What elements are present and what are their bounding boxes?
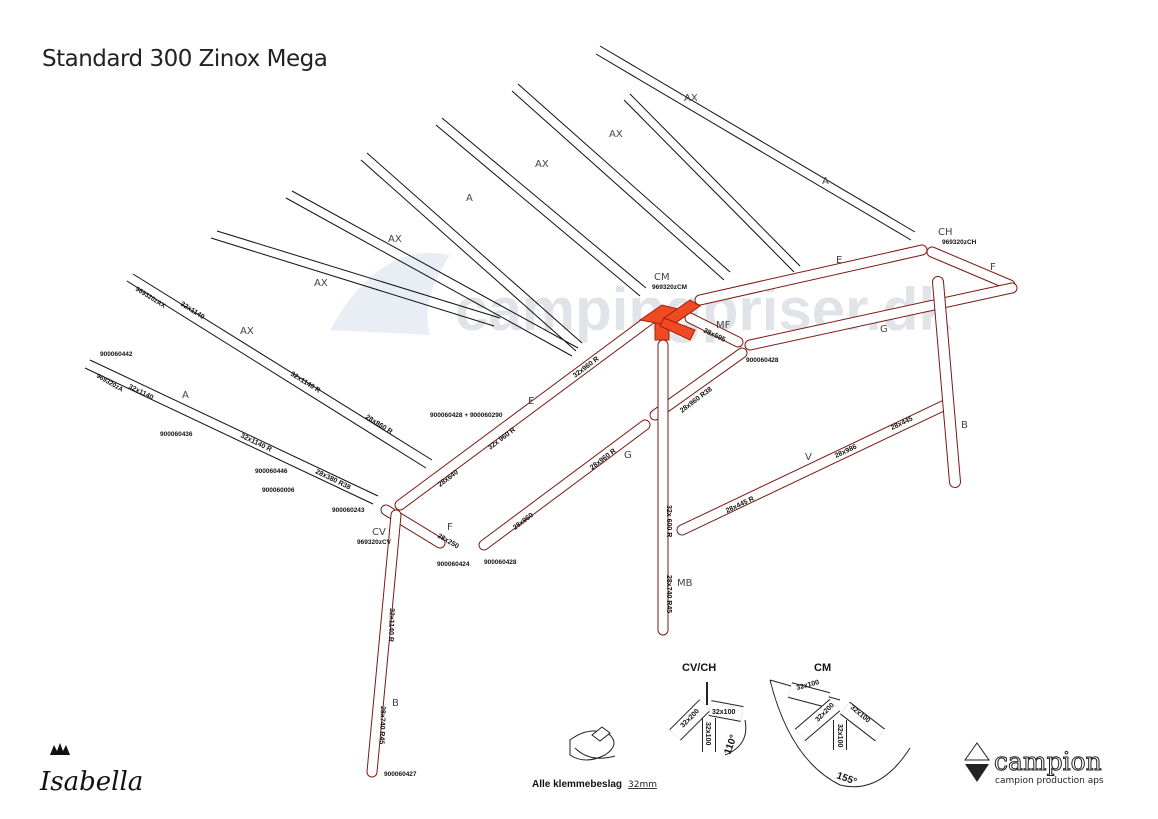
tube-diagonal: [649, 347, 748, 421]
part-number: 900060428: [746, 357, 779, 364]
dimension: 32x1140: [179, 301, 206, 321]
part-number: 900060428: [484, 559, 517, 566]
tube-g-right: [744, 282, 1018, 351]
label-f: F: [990, 262, 996, 273]
label-ax: AX: [609, 129, 623, 140]
tube-e-left: [394, 312, 658, 511]
dimension: 32x100: [704, 722, 711, 745]
cvch-detail: CV/CH 32x200 32x100 32x100 110°: [669, 662, 747, 756]
clamp-detail: Alle klemmebeslag 32mm: [532, 726, 657, 790]
cvch-title: CV/CH: [682, 662, 716, 674]
part-number: 900060446: [255, 468, 288, 475]
rafter: [511, 83, 731, 281]
part-number: 900060427: [384, 771, 417, 778]
rafter: [285, 190, 579, 357]
rafter: [84, 359, 379, 505]
part-number: 969320zCM: [652, 284, 687, 291]
clamp-note: Alle klemmebeslag: [532, 779, 622, 790]
cm-hub[interactable]: [638, 299, 701, 341]
part-number: 969320zCH: [942, 239, 977, 246]
dimension: 28x740 R45: [665, 575, 672, 613]
tube-f-right: [926, 246, 1016, 291]
campion-logo: campion campion production aps: [964, 742, 1104, 786]
label-ax: AX: [388, 234, 402, 245]
rafter: [435, 117, 647, 297]
rafter: [595, 45, 916, 241]
label-b: B: [392, 698, 399, 709]
tube-b-right: [932, 276, 961, 488]
label-ax: AX: [314, 278, 328, 289]
dimension: 32x1140 R: [289, 371, 321, 395]
dimension: 32x1140: [127, 384, 154, 402]
dimension: 32x 600 R: [665, 505, 672, 537]
page-title: Standard 300 Zinox Mega: [42, 46, 328, 72]
part-number: 900060442: [100, 351, 133, 358]
part-number: 900060243: [332, 507, 365, 514]
label-ax: AX: [535, 159, 549, 170]
label-ch: CH: [938, 227, 953, 238]
tube-e-right: [694, 244, 928, 306]
tube-v: [676, 399, 951, 536]
isabella-logo: Isabella: [39, 743, 143, 797]
label-ax: AX: [684, 93, 698, 104]
roof-rafters: [84, 45, 916, 505]
part-number: 900060006: [262, 487, 295, 494]
rafter: [210, 230, 501, 327]
label-a: A: [466, 193, 473, 204]
tube-g-left: [478, 419, 651, 551]
label-g: G: [880, 324, 888, 335]
label-mf: MF: [716, 320, 731, 331]
label-mb: MB: [677, 578, 693, 589]
svg-text:campion: campion: [994, 747, 1102, 776]
part-number: 900060424: [437, 561, 470, 568]
part-number: 969320zA: [95, 373, 124, 394]
part-number: 900060436: [160, 431, 193, 438]
part-number: 969320zAX: [134, 286, 167, 310]
part-number: 900060428 + 900060290: [430, 412, 503, 419]
dimension: 32x1140 R: [387, 608, 395, 642]
label-b: B: [961, 420, 968, 431]
dimension: 28x380 R38: [314, 469, 351, 492]
label-e: E: [528, 396, 534, 407]
label-a: A: [822, 176, 829, 187]
label-f: F: [447, 522, 453, 533]
dimension-labels: 32x1140 32x1140 R 28x860 R 32x1140 32x11…: [127, 301, 914, 745]
svg-text:campion production aps: campion production aps: [995, 776, 1104, 786]
part-number: 969320zCV: [357, 539, 392, 546]
angle: 155°: [835, 770, 858, 787]
rafter: [126, 273, 433, 469]
tube-b-left: [366, 509, 402, 778]
rafter: [623, 93, 801, 273]
label-e: E: [836, 255, 842, 266]
label-cv: CV: [372, 527, 386, 538]
angle: 110°: [722, 733, 739, 756]
label-g: G: [624, 450, 632, 461]
clamp-size: 32mm: [628, 780, 657, 790]
cm-title: CM: [814, 662, 831, 674]
frame-tubes: [366, 244, 1018, 778]
label-ax: AX: [240, 326, 254, 337]
label-a: A: [182, 390, 189, 401]
svg-text:Isabella: Isabella: [39, 767, 143, 797]
label-cm: CM: [654, 272, 670, 283]
svg-text:campingpriser.dk: campingpriser.dk: [455, 276, 952, 343]
dimension: 32x100: [836, 724, 843, 747]
rafter: [360, 152, 583, 352]
dimension: 28x740 R45: [378, 706, 386, 744]
tube-mf: [684, 312, 744, 348]
dimension: 32x100: [712, 709, 735, 716]
label-v: V: [805, 452, 812, 463]
cm-detail: CM 32x100 32x200 32x100 32x100 155°: [769, 662, 911, 788]
part-labels: A AX AX AX A AX AX AX A CM CH CV MF E E …: [182, 93, 996, 709]
